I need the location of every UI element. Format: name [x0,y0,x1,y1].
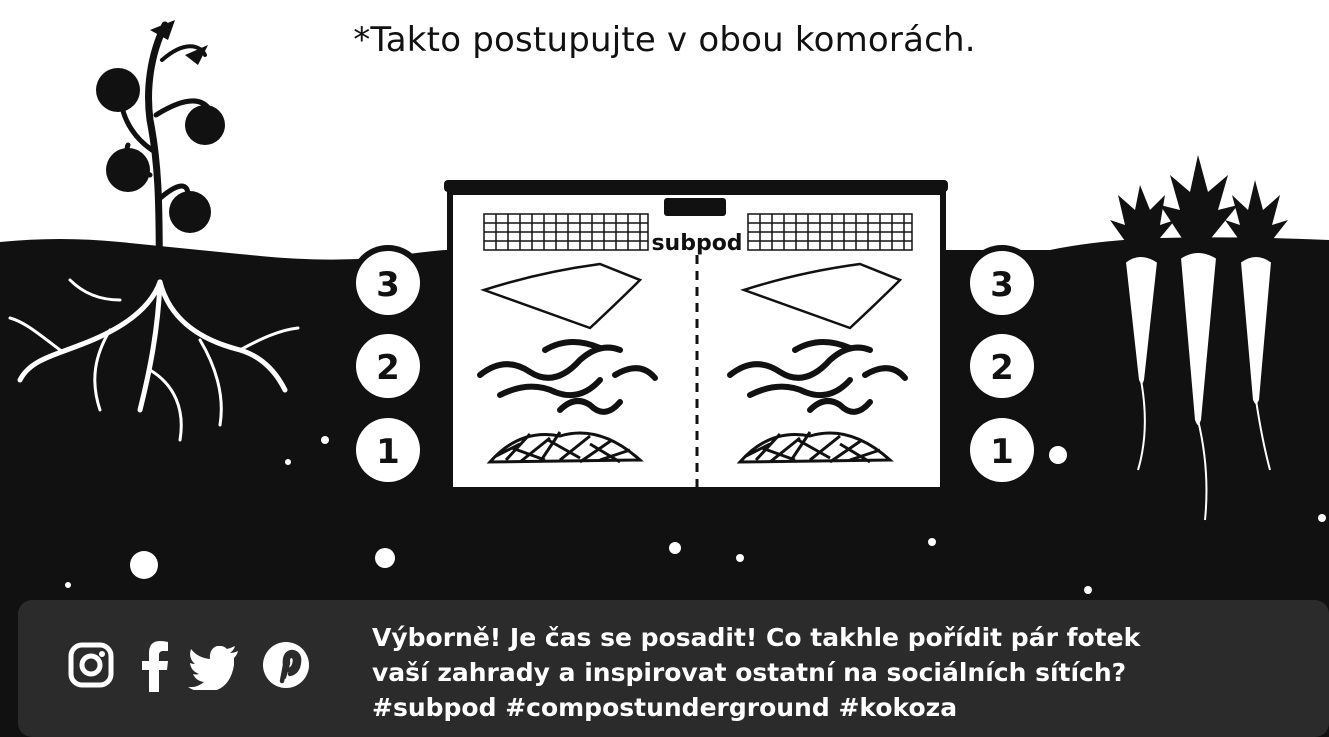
worms-right [727,339,908,415]
footer-line-1: Výborně! Je čas se posadit! Co takhle po… [372,623,1141,652]
twitter-icon[interactable] [188,645,240,695]
footer-hashtags: #subpod #compostunderground #kokoza [372,693,958,722]
carrot-leaves [1110,155,1288,262]
brand-label: subpod [651,231,742,256]
layer-badge-left-2: 2 [350,328,426,404]
layer-badge-right-3: 3 [964,245,1040,321]
layer-badge-left-1: 1 [350,412,426,488]
facebook-icon[interactable] [140,640,170,697]
instruction-note: *Takto postupujte v obou komorách. [353,20,976,60]
layer-label-left-3: 3 [376,265,400,305]
instagram-icon[interactable] [68,642,114,693]
carrot-roots [1137,379,1271,521]
worms-left [477,339,658,415]
layer-label-right-3: 3 [990,265,1014,305]
tomato-roots [8,278,300,442]
mesh-left [483,213,649,251]
layer-label-left-1: 1 [376,432,400,472]
pinterest-icon[interactable] [262,641,310,694]
layer-badge-left-3: 3 [350,245,426,321]
pebbles [65,436,1326,594]
layer-badge-right-2: 2 [964,328,1040,404]
scraps-left [486,431,644,464]
cover-sheet-right [740,262,903,330]
layer-label-right-2: 2 [990,348,1014,388]
footer-line-2: vaší zahrady a inspirovat ostatní na soc… [372,658,1127,687]
layer-label-left-2: 2 [376,348,400,388]
cover-sheet-left [480,262,643,330]
tomatoes [96,20,225,233]
layer-label-right-1: 1 [990,432,1014,472]
scraps-right [736,431,894,464]
carrots [1123,251,1274,427]
mesh-right [747,213,913,251]
layer-badge-right-1: 1 [964,412,1040,488]
footer-message: Výborně! Je čas se posadit! Co takhle po… [372,620,1272,725]
footer-band [18,600,1329,737]
